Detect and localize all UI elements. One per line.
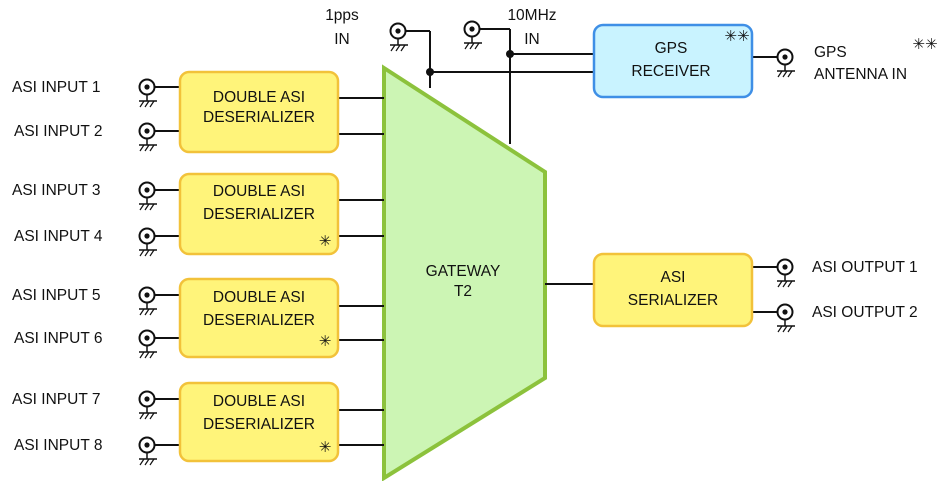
- sync-input-wiring: [405, 28, 778, 144]
- deserializer-2-option-mark: ✳: [319, 232, 332, 250]
- deserializer-2-line2: DESERIALIZER: [203, 206, 315, 223]
- asi-input-2-label: ASI INPUT 2: [14, 123, 102, 140]
- asi-input-3-connector-icon: [138, 181, 157, 211]
- 1pps-label-line1: 1pps: [325, 7, 359, 24]
- asi-input-8-connector-icon: [138, 436, 157, 466]
- deserializer-2-line1: DOUBLE ASI: [213, 183, 305, 200]
- deserializer-block-4: [178, 381, 340, 463]
- asi-input-6-connector-icon: [138, 329, 157, 359]
- asi-serializer-line1: ASI: [661, 269, 686, 286]
- 1pps-input-connector-icon: [389, 22, 408, 52]
- 10mhz-input-connector-icon: [463, 20, 482, 50]
- 10mhz-label-line1: 10MHz: [507, 7, 556, 24]
- gateway-label-line1: GATEWAY: [426, 263, 501, 280]
- deserializer-4-line1: DOUBLE ASI: [213, 393, 305, 410]
- deserializer-4-option-mark: ✳: [319, 438, 332, 456]
- gateway-label-line2: T2: [454, 283, 472, 300]
- asi-input-5-connector-icon: [138, 286, 157, 316]
- deserializer-1-line2: DESERIALIZER: [203, 109, 315, 126]
- asi-input-7-connector-icon: [138, 390, 157, 420]
- asi-output-2-connector-icon: [776, 303, 795, 333]
- gateway-t2-block: [382, 64, 547, 481]
- asi-serializer-line2: SERIALIZER: [628, 292, 718, 309]
- gps-option-note-mark: ✳✳: [912, 35, 937, 53]
- gps-receiver-line2: RECEIVER: [631, 63, 710, 80]
- asi-serializer-block: [592, 252, 754, 328]
- deserializer-4-line2: DESERIALIZER: [203, 416, 315, 433]
- deserializer-block-2: [178, 172, 340, 256]
- gps-receiver-option-mark: ✳✳: [724, 27, 749, 45]
- gps-antenna-label-line1: GPS: [814, 44, 847, 61]
- gps-receiver-block: [592, 23, 754, 99]
- asi-output-2-label: ASI OUTPUT 2: [812, 304, 918, 321]
- gps-antenna-connector-icon: [776, 48, 795, 78]
- deserializer-group-4: DOUBLE ASI DESERIALIZER ✳ ASI INPUT 7 AS…: [12, 381, 384, 466]
- asi-input-5-label: ASI INPUT 5: [12, 287, 100, 304]
- deserializer-1-line1: DOUBLE ASI: [213, 89, 305, 106]
- asi-output-1-connector-icon: [776, 258, 795, 288]
- asi-input-1-label: ASI INPUT 1: [12, 79, 100, 96]
- asi-input-2-connector-icon: [138, 122, 157, 152]
- asi-input-4-label: ASI INPUT 4: [14, 228, 103, 245]
- gps-antenna-label-line2: ANTENNA IN: [814, 66, 907, 83]
- 1pps-label-line2: IN: [334, 31, 350, 48]
- deserializer-group-2: DOUBLE ASI DESERIALIZER ✳ ASI INPUT 3 AS…: [12, 172, 384, 257]
- gps-receiver-line1: GPS: [655, 40, 688, 57]
- asi-input-6-label: ASI INPUT 6: [14, 330, 102, 347]
- asi-input-7-label: ASI INPUT 7: [12, 391, 100, 408]
- asi-output-1-label: ASI OUTPUT 1: [812, 259, 918, 276]
- deserializer-3-line1: DOUBLE ASI: [213, 289, 305, 306]
- deserializer-group-3: DOUBLE ASI DESERIALIZER ✳ ASI INPUT 5 AS…: [12, 277, 384, 359]
- deserializer-3-line2: DESERIALIZER: [203, 312, 315, 329]
- deserializer-group-1: DOUBLE ASI DESERIALIZER ASI INPUT 1 ASI …: [12, 70, 384, 154]
- asi-input-1-connector-icon: [138, 78, 157, 108]
- asi-input-3-label: ASI INPUT 3: [12, 182, 100, 199]
- asi-input-8-label: ASI INPUT 8: [14, 437, 102, 454]
- asi-input-4-connector-icon: [138, 227, 157, 257]
- 10mhz-label-line2: IN: [524, 31, 540, 48]
- deserializer-block-3: [178, 277, 340, 359]
- deserializer-block-1: [178, 70, 340, 154]
- deserializer-3-option-mark: ✳: [319, 332, 332, 350]
